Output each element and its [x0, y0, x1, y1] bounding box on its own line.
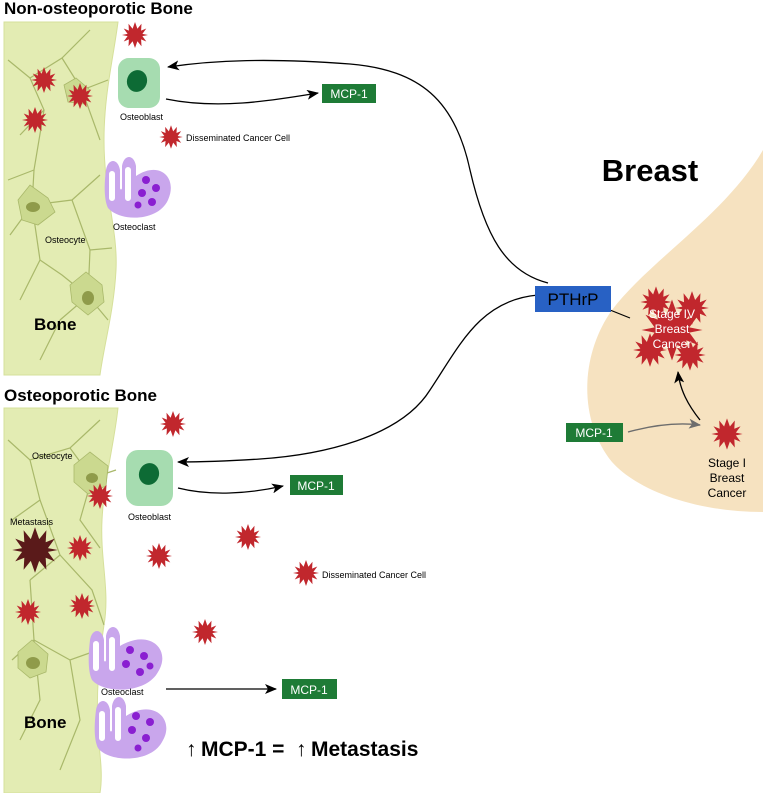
pthrp-to-bottom-osteoblast-arrow — [177, 294, 539, 467]
top-osteocyte-cells — [17, 77, 105, 316]
stage1-label-2: Breast — [710, 471, 745, 485]
bottom-osteoblast — [126, 450, 173, 506]
stage4-label-1: Stage IV — [649, 307, 695, 321]
bottom-osteocyte-label: Osteocyte — [32, 451, 73, 461]
bottom-osteocyte-cells — [17, 451, 109, 679]
bottom-osteoclast-1 — [88, 627, 163, 690]
breast-mcp-to-tumor-arrow — [627, 418, 701, 433]
stage1-label-3: Cancer — [708, 486, 747, 500]
top-bone-label: Bone — [34, 315, 77, 334]
bottom-mcp1-box-1: MCP-1 — [290, 475, 343, 495]
cancer-cell — [159, 125, 183, 149]
breast-title: Breast — [602, 153, 699, 188]
top-osteoblast — [118, 58, 160, 108]
bottom-osteoblast-to-mcp-arrow — [177, 483, 284, 494]
stage1-label-1: Stage I — [708, 456, 746, 470]
summary-part2: Metastasis — [311, 738, 418, 761]
summary-part1: MCP-1 = — [201, 738, 284, 761]
stage1-to-stage4-arrow — [674, 371, 701, 421]
bottom-panel-title: Osteoporotic Bone — [4, 386, 157, 405]
cancer-cell — [160, 411, 186, 437]
svg-text:MCP-1: MCP-1 — [297, 479, 335, 493]
cancer-cell — [235, 524, 261, 550]
cancer-cell — [146, 543, 172, 569]
top-osteoclast-label: Osteoclast — [113, 222, 156, 232]
top-osteoblast-label: Osteoblast — [120, 112, 164, 122]
top-osteoclast — [104, 157, 171, 218]
cancer-cell — [192, 619, 218, 645]
bottom-osteoclast-label: Osteoclast — [101, 687, 144, 697]
cancer-cell — [293, 560, 319, 586]
up-arrow-icon: ↑ — [186, 738, 197, 761]
pthrp-box: PTHrP — [535, 286, 611, 312]
top-cancer-cells — [122, 22, 148, 48]
up-arrow-icon: ↑ — [296, 738, 307, 761]
bottom-metastasis-label: Metastasis — [10, 517, 54, 527]
bottom-osteoclast-2 — [94, 697, 167, 759]
top-osteocyte-label: Osteocyte — [45, 235, 86, 245]
bottom-dcc-label: Disseminated Cancer Cell — [322, 570, 426, 580]
top-osteoblast-to-mcp-arrow — [165, 89, 319, 105]
top-mcp1-box: MCP-1 — [322, 84, 376, 103]
top-dcc-label: Disseminated Cancer Cell — [186, 133, 290, 143]
breast-mcp1-box: MCP-1 — [566, 423, 623, 442]
pthrp-to-top-osteoblast-arrow — [167, 59, 549, 284]
stage4-label-3: Cancer — [653, 337, 692, 351]
summary-equation: ↑ MCP-1 = ↑ Metastasis — [186, 738, 418, 761]
top-panel-title: Non-osteoporotic Bone — [4, 0, 193, 18]
svg-text:MCP-1: MCP-1 — [290, 683, 328, 697]
stage4-label-2: Breast — [655, 322, 690, 336]
cancer-cell — [122, 22, 148, 48]
bottom-bone-label: Bone — [24, 713, 67, 732]
svg-text:MCP-1: MCP-1 — [330, 87, 368, 101]
bottom-osteoblast-label: Osteoblast — [128, 512, 172, 522]
svg-text:MCP-1: MCP-1 — [575, 426, 613, 440]
svg-text:PTHrP: PTHrP — [548, 290, 599, 309]
bottom-mcp1-box-2: MCP-1 — [282, 679, 337, 699]
